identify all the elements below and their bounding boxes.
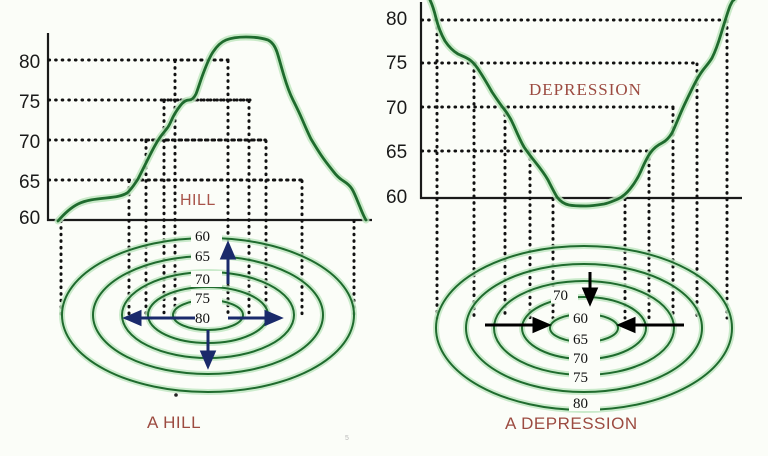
- hill-contour-label-gaps: [191, 227, 222, 324]
- hill-contour-label-70: 70: [195, 272, 210, 288]
- hill-caption: A HILL: [147, 413, 201, 432]
- hill-ytick-70: 70: [19, 132, 40, 153]
- depression-ytick-65: 65: [386, 142, 407, 163]
- depression-contour-label-70: 70: [573, 351, 588, 367]
- depression-contour-label-75: 75: [573, 370, 588, 386]
- depression-ytick-60: 60: [386, 187, 407, 208]
- hill-horizontal-gridlines-right: [127, 58, 304, 182]
- hill-contour-label-65: 65: [195, 249, 210, 265]
- page-number: 5: [345, 435, 349, 442]
- depression-contour-label-60: 60: [573, 311, 588, 327]
- hill-contour-label-80: 80: [195, 311, 210, 327]
- depression-horizontal-gridlines: [420, 18, 729, 153]
- hill-arrow-down-head: [199, 350, 217, 370]
- depression-slope-arrows: [485, 272, 684, 334]
- hill-profile-curve: [56, 35, 368, 223]
- hill-profile-title: HILL: [180, 192, 216, 209]
- hill-ytick-60: 60: [19, 208, 40, 229]
- depression-arrow-down-head: [581, 287, 599, 307]
- hill-ytick-75: 75: [19, 92, 40, 113]
- depression-contour-label-65: 65: [573, 332, 588, 348]
- depression-contour-callout-70: 70: [553, 288, 568, 304]
- hill-arrow-up-head: [219, 240, 237, 260]
- depression-ytick-80: 80: [386, 9, 407, 30]
- hill-contour-label-60: 60: [195, 229, 210, 245]
- depression-ytick-75: 75: [386, 53, 407, 74]
- depression-profile-curve: [428, 0, 736, 208]
- depression-caption: A DEPRESSION: [505, 414, 638, 433]
- depression-arrow-left-head: [616, 316, 636, 334]
- hill-slope-arrows: [122, 240, 284, 370]
- hill-arrow-right-head: [264, 309, 284, 327]
- depression-contour-75: [465, 263, 703, 393]
- hill-contour-label-75: 75: [195, 291, 210, 307]
- depression-contour-label-gaps: [551, 287, 600, 411]
- depression-ytick-70: 70: [386, 98, 407, 119]
- hill-arrow-left-head: [122, 309, 142, 327]
- depression-arrow-right-head: [532, 316, 552, 334]
- hill-ytick-65: 65: [19, 172, 40, 193]
- depression-contour-label-80: 80: [573, 396, 588, 412]
- hill-panel: 80 75 70 65 60: [19, 33, 372, 432]
- hill-ytick-80: 80: [19, 52, 40, 73]
- hill-plan-center-dot: [174, 393, 178, 397]
- depression-panel: 80 75 70 65 60: [386, 0, 742, 433]
- depression-profile-title: DEPRESSION: [529, 80, 642, 99]
